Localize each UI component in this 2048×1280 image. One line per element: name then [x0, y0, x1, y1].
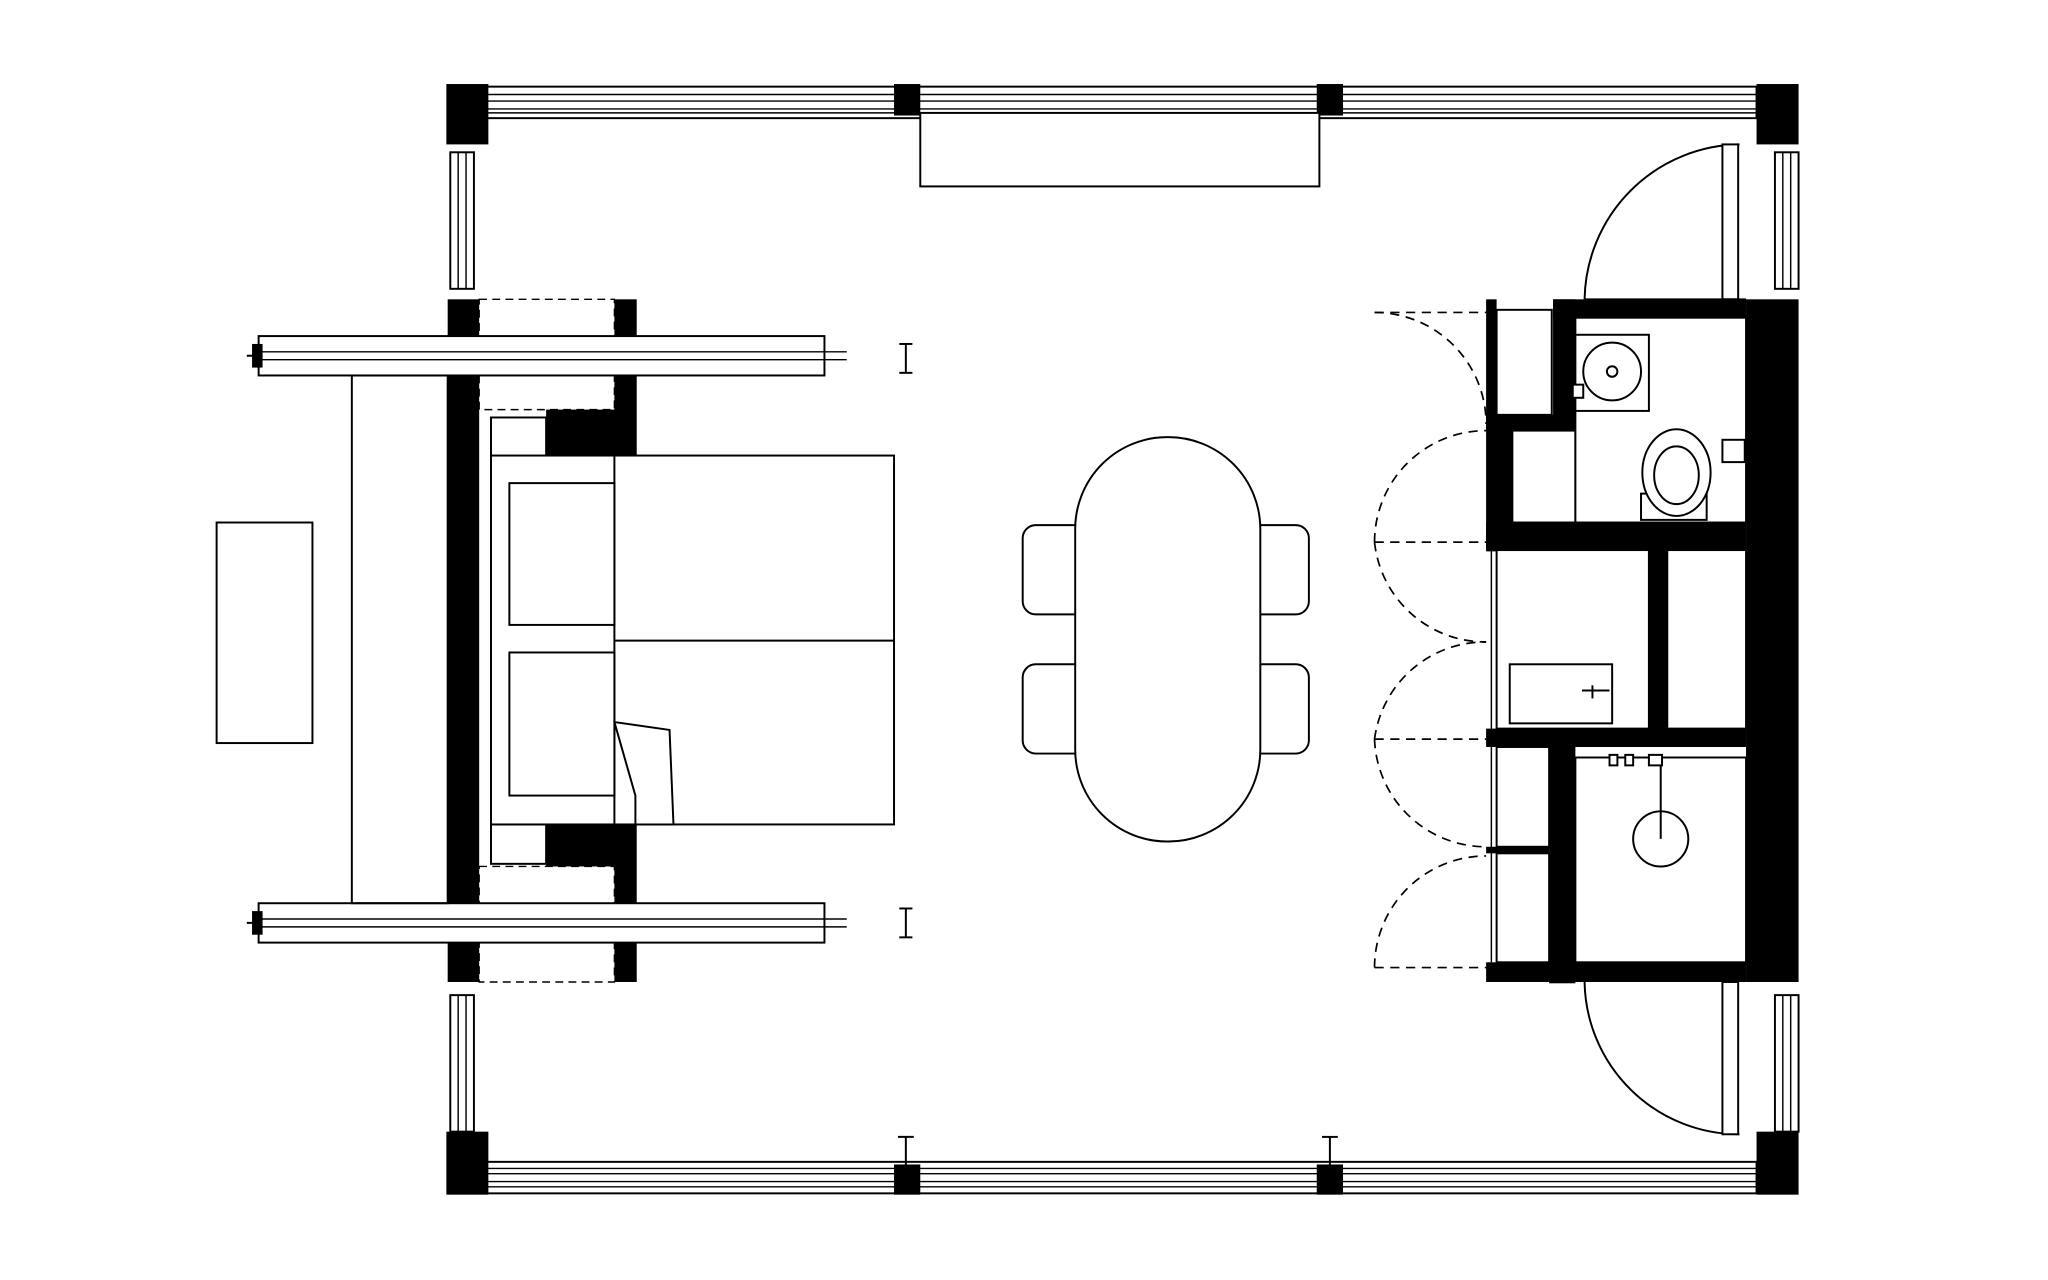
terrace-deck	[350, 374, 449, 905]
cupboard-top	[1495, 308, 1553, 416]
bedside-cabinet-bottom	[490, 823, 548, 865]
cupboard-mid	[1511, 429, 1577, 524]
cupboard-bottom	[1495, 852, 1551, 964]
terrace-bench	[215, 521, 314, 745]
cupboard-door-swings	[1373, 311, 1487, 969]
entry-door-south	[1583, 981, 1740, 1136]
dining-table	[1074, 436, 1262, 843]
west-glazing	[449, 151, 475, 1133]
dining-set	[1021, 436, 1310, 843]
cupboard-lower	[1495, 746, 1551, 848]
pillow-bottom	[508, 651, 616, 797]
flush-plate	[1721, 438, 1746, 464]
south-glazing	[471, 1160, 1758, 1195]
sliding-shutter-north	[246, 335, 847, 377]
double-bed	[490, 454, 896, 826]
sliding-shutter-south	[246, 902, 847, 944]
entry-door-north	[1583, 143, 1747, 301]
wall-shelf	[919, 111, 1321, 188]
cupboard-right	[1666, 549, 1748, 730]
service-core-walls	[1486, 299, 1799, 984]
section-marker-bottom	[899, 907, 913, 939]
pillow-top	[508, 482, 616, 626]
suitcase-rack	[1508, 663, 1614, 725]
section-marker-top	[899, 342, 913, 374]
corner-columns	[446, 84, 1799, 1195]
bedside-cabinet-top	[490, 416, 548, 458]
toilet	[1640, 428, 1712, 521]
basin-counter	[1574, 333, 1650, 412]
basin	[1582, 341, 1643, 402]
south-wall-ticks	[897, 1135, 1338, 1165]
